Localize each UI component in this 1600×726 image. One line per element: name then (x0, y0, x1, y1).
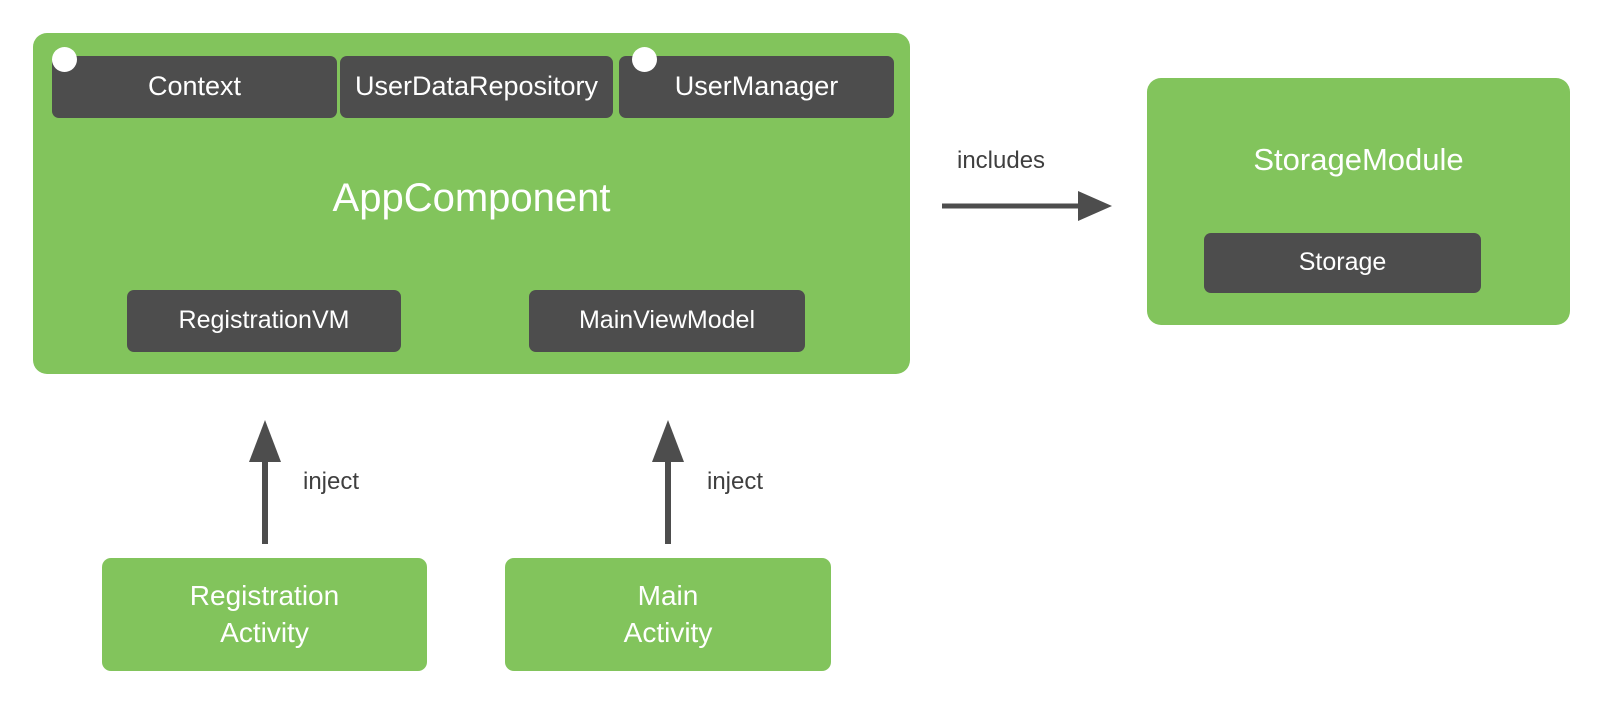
entry-point-dot-icon-usermanager (632, 47, 657, 72)
provision-box-context[interactable]: Context (52, 56, 337, 118)
activity-box-registration-activity[interactable]: Registration Activity (102, 558, 427, 671)
viewmodel-box-registrationvm[interactable]: RegistrationVM (127, 290, 401, 352)
app-component-title: AppComponent (332, 176, 611, 220)
provision-box-userdatarepository[interactable]: UserDataRepository (340, 56, 613, 118)
activity-label-line2: Activity (220, 616, 309, 648)
inject-edge-label-main: inject (707, 468, 764, 495)
activity-box-main-activity[interactable]: Main Activity (505, 558, 831, 671)
includes-arrow-icon (942, 191, 1112, 221)
inject-edge-label-registration: inject (303, 468, 360, 495)
storage-module-title: StorageModule (1253, 142, 1464, 177)
includes-edge-label: includes (957, 147, 1046, 174)
activity-label-line2: Activity (623, 616, 713, 648)
entry-point-dot-icon-context (52, 47, 77, 72)
activity-label-line1: Registration (189, 579, 340, 611)
binding-box-storage[interactable]: Storage (1204, 233, 1481, 293)
viewmodel-box-mainviewmodel[interactable]: MainViewModel (529, 290, 805, 352)
inject-arrow-icon-registration (249, 420, 281, 544)
activity-label-line1: Main (637, 579, 699, 611)
inject-arrow-icon-main (652, 420, 684, 544)
provision-box-usermanager[interactable]: UserManager (619, 56, 894, 118)
